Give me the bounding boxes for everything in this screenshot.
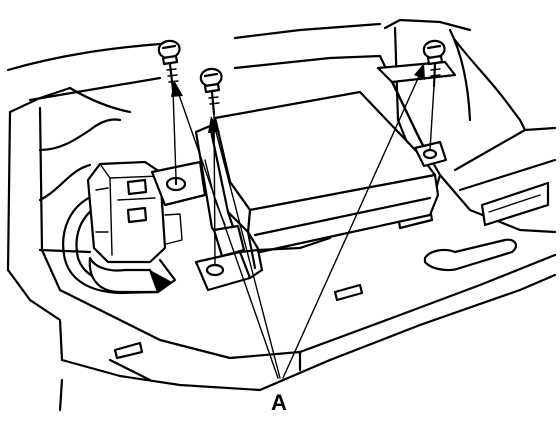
bolt-alignment-lines [172,85,435,265]
control-unit [194,90,448,292]
bolt-right [422,39,446,88]
console-panel [113,18,557,360]
wire-harness [62,193,177,295]
mounting-bracket-left [150,160,207,207]
callout-label-a: A [271,390,287,415]
bolt-center [199,67,223,116]
bolt-left [157,39,181,92]
floor-panel [6,22,557,412]
harness-connector [86,160,183,264]
callout-leader-lines [171,63,425,379]
